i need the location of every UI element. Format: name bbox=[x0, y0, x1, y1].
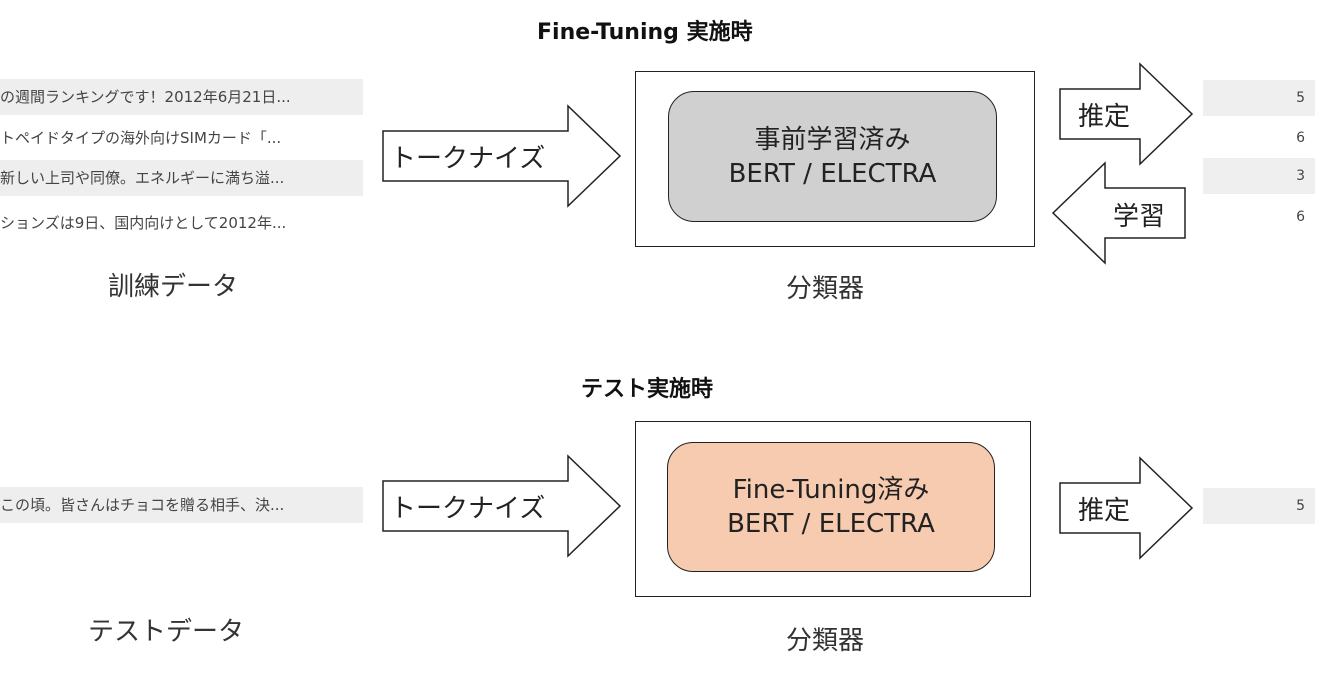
finetuned-model-box: Fine-Tuning済み BERT / ELECTRA bbox=[667, 442, 995, 572]
training-data-row: ションズは9日、国内向けとして2012年... bbox=[0, 214, 287, 232]
training-data-row: の週間ランキングです！2012年6月21日... bbox=[0, 79, 363, 115]
label-cell: 5 bbox=[1203, 80, 1315, 116]
training-data-caption: 訓練データ bbox=[108, 272, 239, 302]
test-data-row: この頃。皆さんはチョコを贈る相手、決... bbox=[0, 487, 363, 523]
classifier-caption-bottom: 分類器 bbox=[786, 626, 865, 656]
pretrained-model-box: 事前学習済み BERT / ELECTRA bbox=[668, 91, 997, 222]
model-name-line2: BERT / ELECTRA bbox=[728, 158, 937, 189]
test-data-caption: テストデータ bbox=[88, 617, 245, 647]
model-name-line2: BERT / ELECTRA bbox=[727, 509, 935, 539]
tokenize-label-top: トークナイズ bbox=[390, 144, 546, 174]
label-cell: 6 bbox=[1296, 209, 1305, 225]
tokenize-label-bottom: トークナイズ bbox=[390, 494, 546, 524]
model-name-line1: Fine-Tuning済み bbox=[732, 475, 930, 505]
model-name-line1: 事前学習済み bbox=[754, 124, 911, 155]
learn-arrow bbox=[1051, 161, 1186, 265]
learn-label: 学習 bbox=[1113, 202, 1166, 232]
bottom-section-title: テスト実施時 bbox=[581, 377, 714, 402]
top-section-title: Fine-Tuning 実施時 bbox=[537, 20, 753, 45]
label-cell: 3 bbox=[1203, 158, 1315, 194]
training-data-row: トペイドタイプの海外向けSIMカード「... bbox=[0, 129, 282, 147]
training-data-row: 新しい上司や同僚。エネルギーに満ち溢... bbox=[0, 160, 363, 196]
infer-label-top: 推定 bbox=[1078, 102, 1131, 132]
infer-arrow-top bbox=[1059, 62, 1194, 166]
tokenize-arrow-top bbox=[382, 104, 622, 208]
label-cell: 6 bbox=[1296, 130, 1305, 146]
infer-label-bottom: 推定 bbox=[1078, 496, 1131, 526]
classifier-caption-top: 分類器 bbox=[786, 274, 865, 304]
infer-arrow-bottom bbox=[1059, 456, 1194, 560]
label-cell: 5 bbox=[1203, 488, 1315, 524]
tokenize-arrow-bottom bbox=[382, 454, 622, 558]
